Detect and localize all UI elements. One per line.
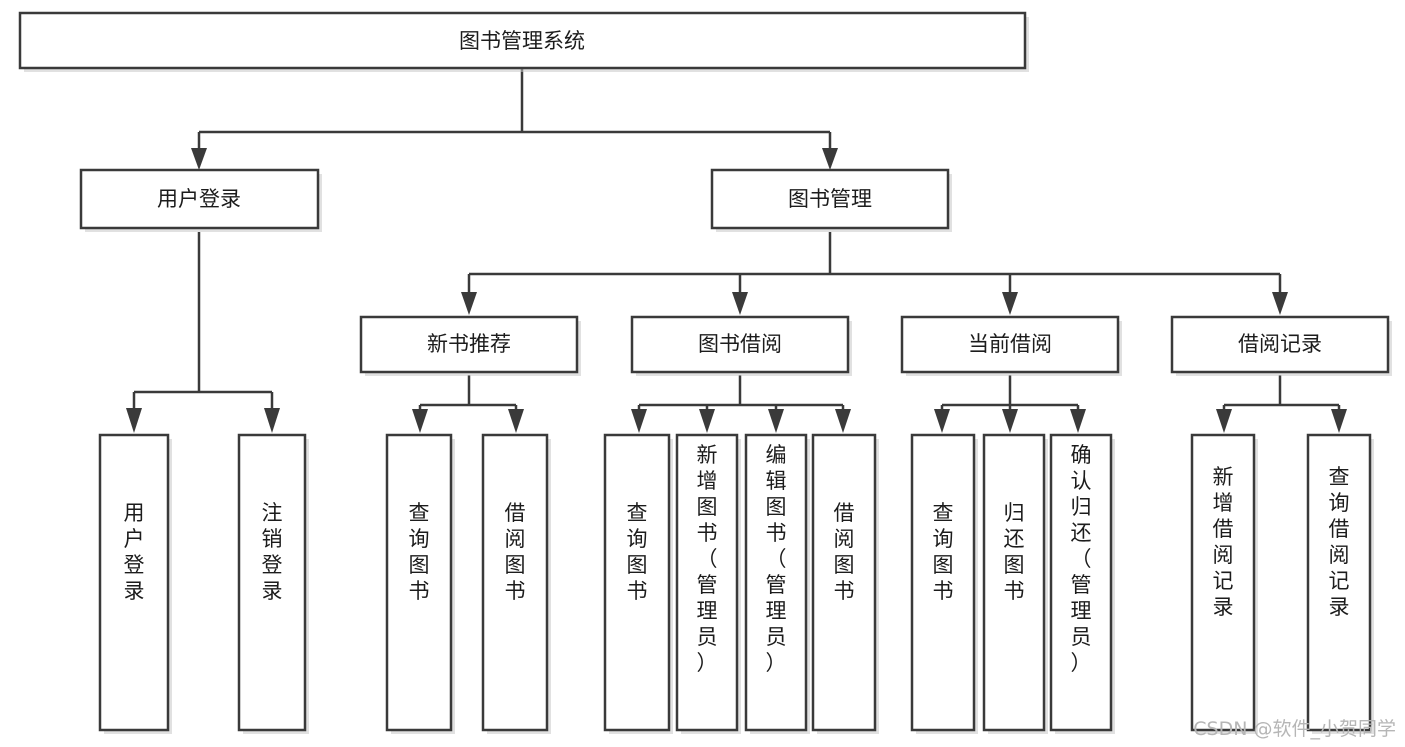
node-leaf-user-login[interactable]: 用户登录 xyxy=(98,433,172,734)
node-leaf-query-book-1[interactable]: 查询图书 xyxy=(385,433,455,734)
node-leaf-add-record-label: 新增借阅记录 xyxy=(1213,465,1234,619)
arrowhead-new-book-recommend xyxy=(461,292,477,315)
arrowhead-user-login xyxy=(191,148,207,170)
node-leaf-edit-book[interactable]: 编辑图书（管理员） xyxy=(744,433,810,734)
node-leaf-confirm-return[interactable]: 确认归还（管理员） xyxy=(1049,433,1115,734)
node-new-book-recommend[interactable]: 新书推荐 xyxy=(359,315,581,376)
node-leaf-query-record[interactable]: 查询借阅记录 xyxy=(1306,433,1374,734)
node-leaf-query-book-3-box[interactable] xyxy=(910,433,976,732)
node-leaf-query-book-3-label: 查询图书 xyxy=(933,501,954,603)
node-root-box[interactable] xyxy=(18,11,1027,70)
node-current-borrow-label: 当前借阅 xyxy=(968,332,1052,356)
node-leaf-edit-book-label: 编辑图书（管理员） xyxy=(766,443,787,675)
arrowhead-leaf-user-login xyxy=(126,408,142,433)
node-leaf-query-book-1-label: 查询图书 xyxy=(409,501,430,603)
node-leaf-borrow-book-2-box[interactable] xyxy=(811,433,877,732)
connector-group-book-borrow xyxy=(631,375,851,433)
node-leaf-query-book-2[interactable]: 查询图书 xyxy=(603,433,673,734)
node-leaf-borrow-book-2[interactable]: 借阅图书 xyxy=(811,433,879,734)
node-leaf-query-book-1-box[interactable] xyxy=(385,433,453,732)
connector-group-user-login xyxy=(126,232,280,433)
node-leaf-user-login-label: 用户登录 xyxy=(124,501,145,603)
arrowhead-leaf-query-book-1 xyxy=(412,409,428,433)
node-borrow-record[interactable]: 借阅记录 xyxy=(1170,315,1392,376)
node-book-management-label: 图书管理 xyxy=(788,187,872,211)
arrowhead-book-borrow xyxy=(732,292,748,315)
node-leaf-add-book[interactable]: 新增图书（管理员） xyxy=(675,433,741,734)
node-user-login-label: 用户登录 xyxy=(157,187,241,211)
node-book-borrow[interactable]: 图书借阅 xyxy=(630,315,852,376)
arrowhead-leaf-query-book-2 xyxy=(631,409,647,433)
node-new-book-recommend-box[interactable] xyxy=(359,315,579,374)
node-leaf-add-book-box[interactable] xyxy=(675,433,739,732)
arrowhead-leaf-query-book-3 xyxy=(934,409,950,433)
node-user-login[interactable]: 用户登录 xyxy=(79,168,322,232)
node-leaf-return-book-label: 归还图书 xyxy=(1004,501,1025,603)
node-leaf-confirm-return-box[interactable] xyxy=(1049,433,1113,732)
node-root-label: 图书管理系统 xyxy=(459,29,585,53)
node-leaf-add-record-box[interactable] xyxy=(1190,433,1256,732)
node-current-borrow[interactable]: 当前借阅 xyxy=(900,315,1122,376)
node-leaf-logout-label: 注销登录 xyxy=(262,501,283,603)
node-leaf-user-login-box[interactable] xyxy=(98,433,170,732)
arrowhead-leaf-return-book xyxy=(1002,409,1018,433)
node-leaf-logout[interactable]: 注销登录 xyxy=(237,433,309,734)
node-new-book-recommend-label: 新书推荐 xyxy=(427,332,511,356)
node-leaf-logout-box[interactable] xyxy=(237,433,307,732)
node-leaf-return-book-box[interactable] xyxy=(982,433,1046,732)
node-leaf-query-record-box[interactable] xyxy=(1306,433,1372,732)
node-book-management-box[interactable] xyxy=(710,168,950,230)
node-leaf-borrow-book-1-label: 借阅图书 xyxy=(505,501,526,603)
arrowhead-leaf-query-record xyxy=(1331,409,1347,433)
arrowhead-leaf-logout xyxy=(264,408,280,433)
node-leaf-query-record-label: 查询借阅记录 xyxy=(1329,465,1350,619)
node-leaf-borrow-book-1-box[interactable] xyxy=(481,433,549,732)
arrowhead-leaf-add-book xyxy=(699,409,715,433)
node-leaf-borrow-book-1[interactable]: 借阅图书 xyxy=(481,433,551,734)
node-book-borrow-box[interactable] xyxy=(630,315,850,374)
arrowhead-leaf-edit-book xyxy=(768,409,784,433)
node-leaf-add-book-label: 新增图书（管理员） xyxy=(697,443,718,675)
arrowhead-leaf-borrow-book-2 xyxy=(835,409,851,433)
node-leaf-confirm-return-label: 确认归还（管理员） xyxy=(1071,443,1092,675)
node-root[interactable]: 图书管理系统 xyxy=(18,11,1029,72)
arrowhead-borrow-record xyxy=(1272,292,1288,315)
node-leaf-add-record[interactable]: 新增借阅记录 xyxy=(1190,433,1258,734)
connector-group-borrow-record xyxy=(1216,375,1347,433)
node-leaf-query-book-2-box[interactable] xyxy=(603,433,671,732)
connector-group-current-borrow xyxy=(934,375,1086,433)
arrowhead-leaf-borrow-book-1 xyxy=(508,409,524,433)
node-book-borrow-label: 图书借阅 xyxy=(698,332,782,356)
node-book-management[interactable]: 图书管理 xyxy=(710,168,952,232)
node-borrow-record-label: 借阅记录 xyxy=(1238,332,1322,356)
arrowhead-book-management xyxy=(822,148,838,170)
connector-group-new-book-recommend xyxy=(412,375,524,433)
connector-group-root xyxy=(191,68,838,170)
node-leaf-borrow-book-2-label: 借阅图书 xyxy=(834,501,855,603)
node-leaf-query-book-3[interactable]: 查询图书 xyxy=(910,433,978,734)
arrowhead-leaf-confirm-return xyxy=(1070,409,1086,433)
arrowhead-leaf-add-record xyxy=(1216,409,1232,433)
node-current-borrow-box[interactable] xyxy=(900,315,1120,374)
node-leaf-query-book-2-label: 查询图书 xyxy=(627,501,648,603)
node-leaf-edit-book-box[interactable] xyxy=(744,433,808,732)
arrowhead-current-borrow xyxy=(1002,292,1018,315)
connector-group-book-management xyxy=(461,232,1288,315)
watermark-label: CSDN @软件_小贺同学 xyxy=(1193,718,1396,740)
node-borrow-record-box[interactable] xyxy=(1170,315,1390,374)
node-leaf-return-book[interactable]: 归还图书 xyxy=(982,433,1048,734)
node-user-login-box[interactable] xyxy=(79,168,320,230)
